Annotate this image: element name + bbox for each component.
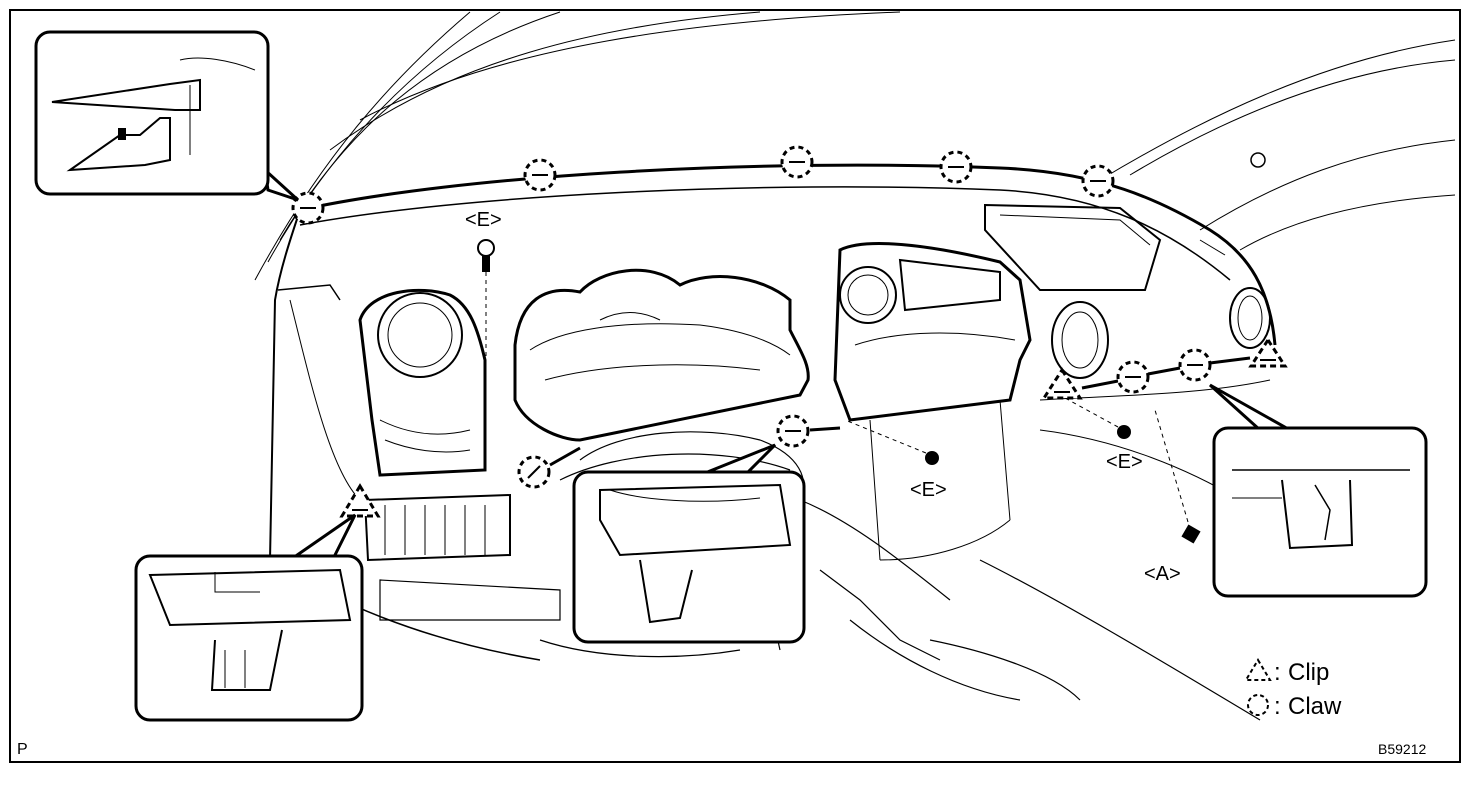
clip-markers [339,337,1288,518]
label-e-center: <E> [910,479,947,501]
clip-marker [339,483,381,518]
legend: : Clip : Claw [1244,658,1342,720]
detail-callouts [34,30,1428,722]
legend-clip-symbol [1244,658,1272,681]
fasteners [477,239,1201,544]
clip-marker [1248,337,1288,368]
callout-right [1208,383,1428,598]
callout-labels: <E> <E> <E> <A> [465,209,1181,585]
claw-marker-ticks [300,161,1203,479]
screw-right [1064,397,1131,439]
callout-top-left [34,30,300,202]
label-e-top: <E> [465,209,502,231]
legend-clip-label: Clip [1288,659,1329,686]
claw-markers [291,145,1212,489]
svg-text::: : [1274,693,1281,720]
callout-center [572,443,806,644]
screw-center [844,419,939,465]
left-vent [358,288,511,562]
cluster-opening [513,268,810,442]
screw-bottom-right [1154,409,1201,544]
marker-connectors [549,356,1251,467]
screw-top-left [477,239,495,465]
label-e-right: <E> [1106,451,1143,473]
callout-bottom-left [134,513,364,722]
clip-marker [1041,367,1083,400]
windshield-lines [254,11,1456,281]
legend-claw-label: Claw [1288,693,1342,720]
label-a-right: <A> [1144,563,1181,585]
clip-marker-ticks [352,359,1276,511]
svg-text::: : [1274,659,1281,686]
center-cluster [833,242,1032,561]
corner-mark: P [17,741,28,758]
figure-code: B59212 [1378,741,1426,757]
legend-claw-symbol [1247,694,1269,716]
